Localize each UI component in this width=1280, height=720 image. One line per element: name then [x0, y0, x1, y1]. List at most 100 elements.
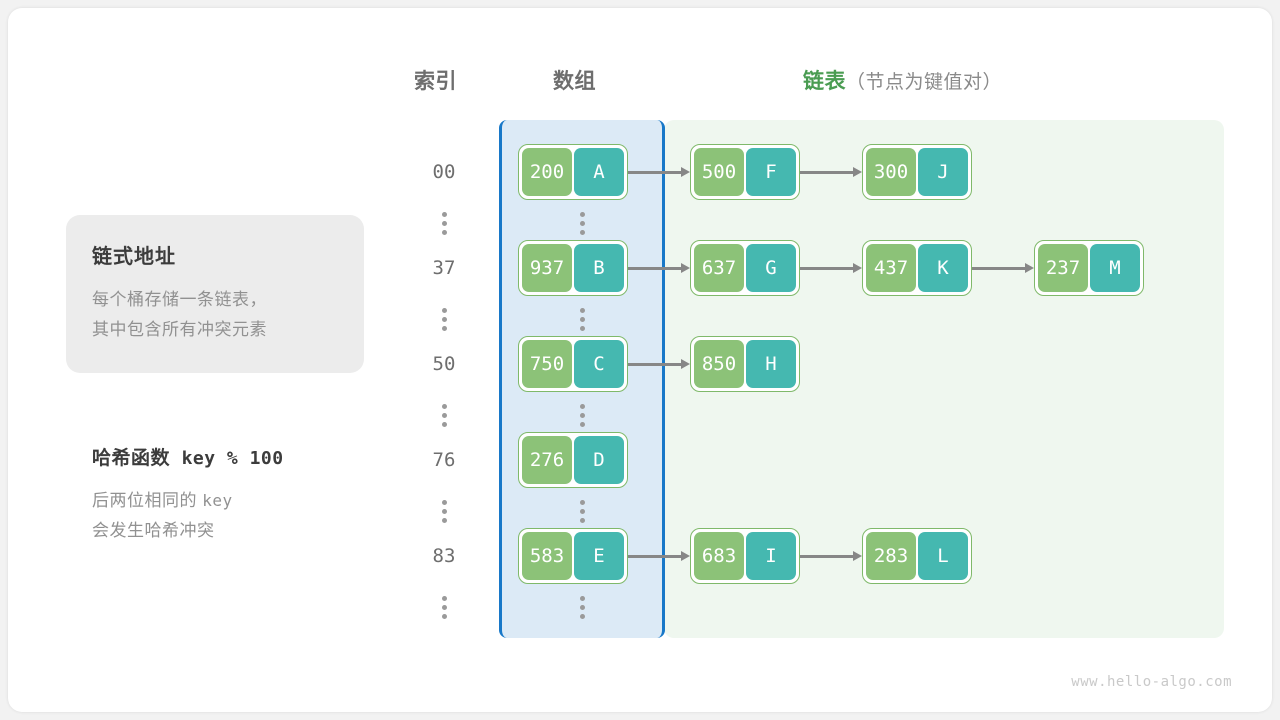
- node-key: 437: [866, 244, 916, 292]
- index-column-ellipsis: [434, 308, 454, 331]
- node-key: 850: [694, 340, 744, 388]
- arrow-shaft: [800, 266, 853, 270]
- arrow-head-icon: [853, 263, 862, 273]
- index-column-ellipsis: [434, 596, 454, 619]
- ellipsis-dot: [579, 596, 585, 601]
- node-value: L: [918, 532, 968, 580]
- index-column-ellipsis: [434, 212, 454, 235]
- arrow-head-icon: [681, 551, 690, 561]
- node-value: C: [574, 340, 624, 388]
- info-card-body-line-1: 每个桶存储一条链表，: [92, 290, 267, 309]
- column-header-linked-list: 链表（节点为键值对）: [803, 65, 1002, 95]
- node-value: I: [746, 532, 796, 580]
- node-key: 276: [522, 436, 572, 484]
- array-column-ellipsis: [572, 308, 592, 331]
- node-key: 637: [694, 244, 744, 292]
- ellipsis-dot: [579, 422, 585, 427]
- arrow-head-icon: [681, 167, 690, 177]
- ellipsis-dot: [579, 518, 585, 523]
- bucket-index-label: 50: [432, 353, 456, 375]
- info-card-body-line-2: 其中包含所有冲突元素: [92, 320, 267, 339]
- node-value: J: [918, 148, 968, 196]
- column-header-linked-list-main: 链表: [803, 70, 846, 93]
- next-pointer-arrow: [800, 551, 862, 561]
- array-column-ellipsis: [572, 500, 592, 523]
- arrow-shaft: [800, 170, 853, 174]
- watermark: www.hello-algo.com: [1071, 674, 1232, 690]
- info-card-body: 每个桶存储一条链表， 其中包含所有冲突元素: [92, 285, 267, 345]
- node-value: K: [918, 244, 968, 292]
- next-pointer-arrow: [800, 167, 862, 177]
- ellipsis-dot: [441, 317, 447, 322]
- node-key: 237: [1038, 244, 1088, 292]
- arrow-head-icon: [681, 359, 690, 369]
- node-value: A: [574, 148, 624, 196]
- ellipsis-dot: [441, 230, 447, 235]
- ellipsis-dot: [441, 413, 447, 418]
- ellipsis-dot: [441, 422, 447, 427]
- hash-function-body-line-1-mono: key: [202, 491, 233, 510]
- node-key: 200: [522, 148, 572, 196]
- info-card: [66, 215, 364, 373]
- ellipsis-dot: [579, 212, 585, 217]
- node-value: B: [574, 244, 624, 292]
- node-key: 750: [522, 340, 572, 388]
- next-pointer-arrow: [628, 551, 690, 561]
- ellipsis-dot: [579, 614, 585, 619]
- bucket-index-label: 83: [432, 545, 456, 567]
- next-pointer-arrow: [972, 263, 1034, 273]
- ellipsis-dot: [441, 509, 447, 514]
- index-column-ellipsis: [434, 404, 454, 427]
- next-pointer-arrow: [800, 263, 862, 273]
- hash-function-body-line-2: 会发生哈希冲突: [92, 521, 215, 540]
- arrow-head-icon: [853, 167, 862, 177]
- ellipsis-dot: [441, 614, 447, 619]
- column-header-array: 数组: [553, 70, 596, 93]
- bucket-index-label: 37: [432, 257, 456, 279]
- array-column-ellipsis: [572, 404, 592, 427]
- arrow-shaft: [628, 266, 681, 270]
- ellipsis-dot: [579, 413, 585, 418]
- hash-function-title-text: 哈希函数: [92, 448, 171, 469]
- ellipsis-dot: [579, 404, 585, 409]
- diagram-card: 索引 数组 链表（节点为键值对） 链式地址 每个桶存储一条链表， 其中包含所有冲…: [8, 8, 1272, 712]
- ellipsis-dot: [579, 317, 585, 322]
- node-key: 583: [522, 532, 572, 580]
- node-value: H: [746, 340, 796, 388]
- arrow-shaft: [800, 554, 853, 558]
- ellipsis-dot: [441, 326, 447, 331]
- array-column-ellipsis: [572, 212, 592, 235]
- node-value: M: [1090, 244, 1140, 292]
- arrow-shaft: [628, 170, 681, 174]
- node-key: 500: [694, 148, 744, 196]
- hash-function-body: 后两位相同的 key 会发生哈希冲突: [92, 486, 233, 546]
- ellipsis-dot: [441, 500, 447, 505]
- hash-function-title: 哈希函数 key % 100: [92, 443, 284, 470]
- index-column-ellipsis: [434, 500, 454, 523]
- arrow-shaft: [628, 554, 681, 558]
- node-value: E: [574, 532, 624, 580]
- ellipsis-dot: [441, 221, 447, 226]
- ellipsis-dot: [579, 326, 585, 331]
- ellipsis-dot: [441, 605, 447, 610]
- ellipsis-dot: [579, 509, 585, 514]
- ellipsis-dot: [441, 308, 447, 313]
- ellipsis-dot: [441, 596, 447, 601]
- node-value: D: [574, 436, 624, 484]
- hash-function-body-line-1-text: 后两位相同的: [92, 491, 197, 510]
- bucket-index-label: 76: [432, 449, 456, 471]
- arrow-head-icon: [1025, 263, 1034, 273]
- ellipsis-dot: [441, 212, 447, 217]
- column-header-index: 索引: [414, 70, 457, 93]
